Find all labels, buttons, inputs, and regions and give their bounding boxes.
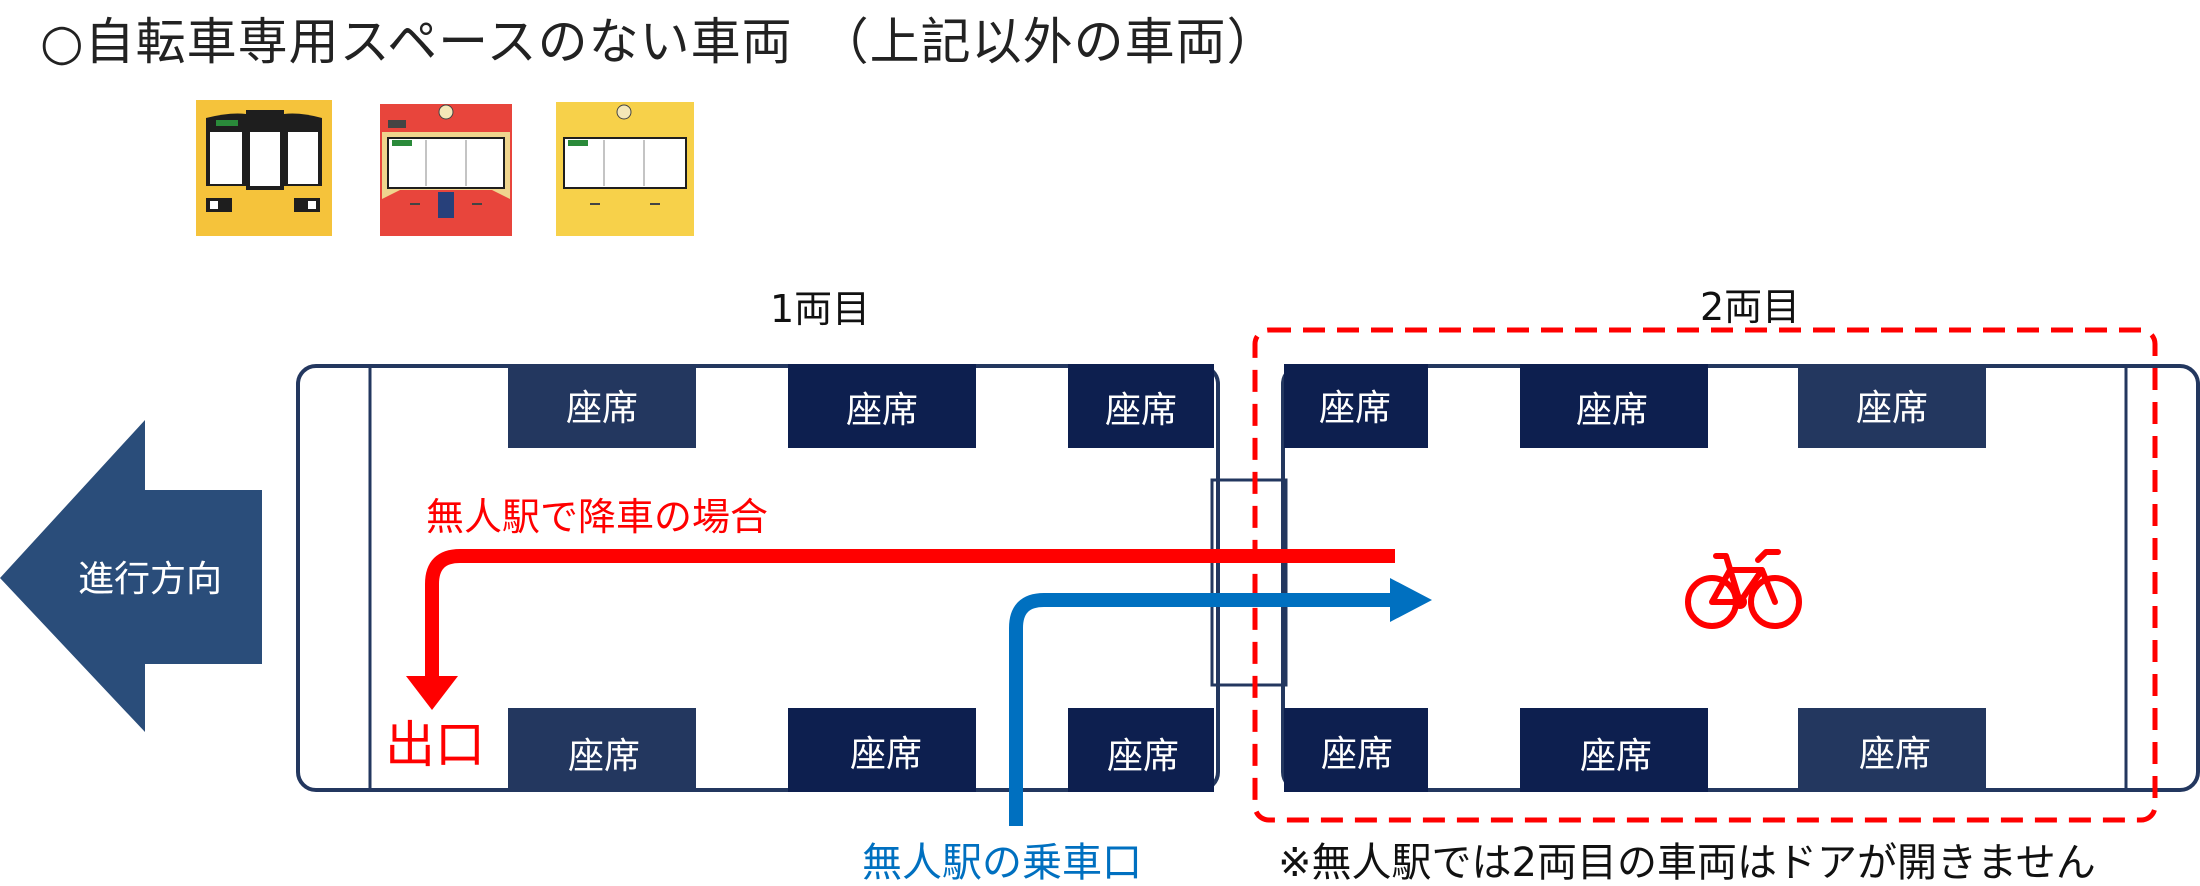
seat-label: 座席 — [1859, 734, 1931, 775]
train-front-icon — [380, 104, 512, 236]
seat: 座席 — [508, 708, 696, 792]
seat-label: 座席 — [566, 388, 638, 429]
boarding-arrowhead — [1390, 578, 1432, 622]
alighting-route-line — [425, 549, 1395, 680]
seat-label: 座席 — [846, 390, 918, 431]
seat: 座席 — [508, 364, 696, 448]
seat-label: 座席 — [1107, 736, 1179, 777]
boarding-label: 無人駅の乗車口 — [862, 840, 1142, 886]
seat: 座席 — [1798, 364, 1986, 448]
boarding-route-line — [1009, 593, 1395, 826]
seat-label: 座席 — [568, 736, 640, 777]
seat: 座席 — [1284, 364, 1428, 448]
alighting-arrowhead — [406, 676, 458, 710]
train-front-icon — [556, 102, 694, 236]
seat-label: 座席 — [1576, 390, 1648, 431]
seat: 座席 — [788, 708, 976, 792]
seat-label: 座席 — [1319, 388, 1391, 429]
train-front-icon — [196, 100, 332, 236]
direction-label: 進行方向 — [78, 559, 222, 600]
car-2-label: 2両目 — [1700, 285, 1801, 329]
page-title: ○自転車専用スペースのない車両 （上記以外の車両） — [40, 13, 1278, 71]
car-1-body — [296, 364, 1220, 792]
gangway-connector — [1210, 478, 1288, 687]
seat-label: 座席 — [1856, 388, 1928, 429]
seat-label: 座席 — [1580, 736, 1652, 777]
alighting-route-label: 無人駅で降車の場合 — [426, 495, 768, 539]
seat: 座席 — [1284, 708, 1428, 792]
seat: 座席 — [1520, 708, 1708, 792]
seat: 座席 — [1068, 364, 1214, 448]
seat-label: 座席 — [850, 734, 922, 775]
car-1-label: 1両目 — [770, 287, 871, 331]
seat-label: 座席 — [1321, 734, 1393, 775]
note-text: ※無人駅では2両目の車両はドアが開きません — [1278, 840, 2096, 886]
direction-arrow-icon: 進行方向 — [0, 420, 262, 732]
seat: 座席 — [1068, 708, 1214, 792]
seat: 座席 — [1520, 364, 1708, 448]
seat: 座席 — [1798, 708, 1986, 792]
exit-label: 出口 — [385, 716, 485, 774]
seat-label: 座席 — [1105, 390, 1177, 431]
seat: 座席 — [788, 364, 976, 448]
car-2-highlight-box — [1252, 327, 2158, 823]
car-2-body — [1281, 364, 2200, 792]
bicycle-icon — [1685, 549, 1802, 629]
